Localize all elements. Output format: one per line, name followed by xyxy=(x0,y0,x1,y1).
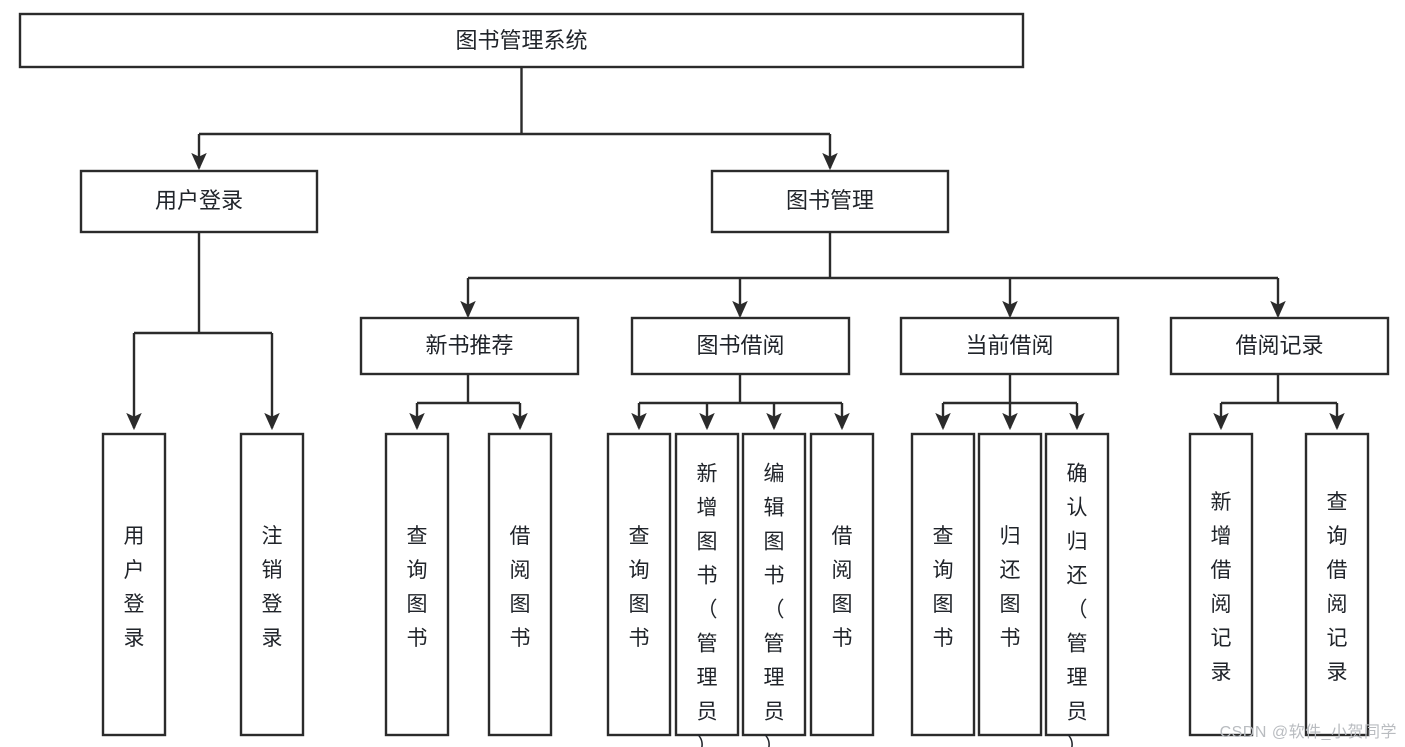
node-root-label: 图书管理系统 xyxy=(455,28,587,53)
leaf-nb-borrow-book-box[interactable] xyxy=(487,432,553,737)
connector-group-root-to-level2 xyxy=(191,67,838,171)
leaf-bb-query-book-box[interactable] xyxy=(606,432,672,737)
node-book-borrow[interactable]: 图书借阅 xyxy=(630,316,851,376)
leaf-br-query-record-label: 查询借阅记录 xyxy=(1327,491,1348,684)
leaf-nb-borrow-book-label: 借阅图书 xyxy=(510,525,531,650)
leaf-bb-query-book-label: 查询图书 xyxy=(629,525,650,650)
leaf-node[interactable]: 新增借阅记录 xyxy=(1188,432,1254,737)
leaf-node[interactable]: 借阅图书 xyxy=(487,432,553,737)
node-root-box[interactable] xyxy=(18,12,1025,69)
leaf-bb-borrow-book-box[interactable] xyxy=(809,432,875,737)
leaf-nb-query-book-label: 查询图书 xyxy=(407,525,428,650)
leaf-user-login-label: 用户登录 xyxy=(124,525,145,650)
leaf-cb-query-book-label: 查询图书 xyxy=(933,525,954,650)
connector-group-bookmanage-to-level3 xyxy=(460,232,1286,319)
connector-group-newbook-to-leaves xyxy=(409,374,528,431)
leaf-br-query-record-box[interactable] xyxy=(1304,432,1370,737)
leaf-bb-add-book-box[interactable] xyxy=(674,432,740,737)
leaf-bb-add-book-label: 新增图书（管理员） xyxy=(697,462,718,747)
connector-group-borrowrecord-to-leaves xyxy=(1213,374,1345,431)
node-book-manage-box[interactable] xyxy=(710,169,950,234)
leaf-node[interactable]: 用户登录 xyxy=(101,432,167,737)
leaf-cb-return-book-label: 归还图书 xyxy=(1000,525,1021,650)
node-current-borrow-box[interactable] xyxy=(899,316,1120,376)
leaf-cb-confirm-return-label: 确认归还（管理员） xyxy=(1067,462,1088,747)
leaf-node[interactable]: 注销登录 xyxy=(239,432,305,737)
node-borrow-record-label: 借阅记录 xyxy=(1235,333,1323,358)
leaf-bb-edit-book-label: 编辑图书（管理员） xyxy=(764,462,785,747)
leaf-cb-query-book-box[interactable] xyxy=(910,432,976,737)
leaf-user-login-box[interactable] xyxy=(101,432,167,737)
leaf-cb-confirm-return-box[interactable] xyxy=(1044,432,1110,737)
node-book-manage[interactable]: 图书管理 xyxy=(710,169,950,234)
leaf-logout-label: 注销登录 xyxy=(262,525,283,650)
node-book-manage-label: 图书管理 xyxy=(786,188,874,213)
node-root[interactable]: 图书管理系统 xyxy=(18,12,1025,69)
leaf-cb-return-book-box[interactable] xyxy=(977,432,1043,737)
node-new-book-recommend[interactable]: 新书推荐 xyxy=(359,316,580,376)
leaf-node[interactable]: 查询图书 xyxy=(910,432,976,737)
node-current-borrow[interactable]: 当前借阅 xyxy=(899,316,1120,376)
leaf-bb-edit-book-box[interactable] xyxy=(741,432,807,737)
node-current-borrow-label: 当前借阅 xyxy=(965,333,1053,358)
leaf-node[interactable]: 查询图书 xyxy=(606,432,672,737)
node-book-borrow-box[interactable] xyxy=(630,316,851,376)
leaf-node[interactable]: 编辑图书（管理员） xyxy=(741,432,807,747)
leaf-logout-box[interactable] xyxy=(239,432,305,737)
node-user-login-label: 用户登录 xyxy=(155,188,243,213)
leaf-node[interactable]: 查询借阅记录 xyxy=(1304,432,1370,737)
leaf-nb-query-book-box[interactable] xyxy=(384,432,450,737)
node-borrow-record[interactable]: 借阅记录 xyxy=(1169,316,1390,376)
leaf-node[interactable]: 新增图书（管理员） xyxy=(674,432,740,747)
csdn-watermark: CSDN @软件_小贺同学 xyxy=(1219,724,1397,741)
leaf-br-add-record-box[interactable] xyxy=(1188,432,1254,737)
node-book-borrow-label: 图书借阅 xyxy=(696,333,784,358)
node-new-book-recommend-box[interactable] xyxy=(359,316,580,376)
node-borrow-record-box[interactable] xyxy=(1169,316,1390,376)
leaf-node[interactable]: 确认归还（管理员） xyxy=(1044,432,1110,747)
connector-group-currentborrow-to-leaves xyxy=(935,374,1085,431)
node-user-login[interactable]: 用户登录 xyxy=(79,169,319,234)
connector-group-bookborrow-to-leaves xyxy=(631,374,850,431)
leaf-node[interactable]: 归还图书 xyxy=(977,432,1043,737)
node-new-book-recommend-label: 新书推荐 xyxy=(425,333,513,358)
leaf-node[interactable]: 查询图书 xyxy=(384,432,450,737)
connector-group-userlogin-to-leaves xyxy=(126,232,280,431)
leaf-bb-borrow-book-label: 借阅图书 xyxy=(832,525,853,650)
leaf-node[interactable]: 借阅图书 xyxy=(809,432,875,737)
node-user-login-box[interactable] xyxy=(79,169,319,234)
leaf-br-add-record-label: 新增借阅记录 xyxy=(1211,491,1232,684)
